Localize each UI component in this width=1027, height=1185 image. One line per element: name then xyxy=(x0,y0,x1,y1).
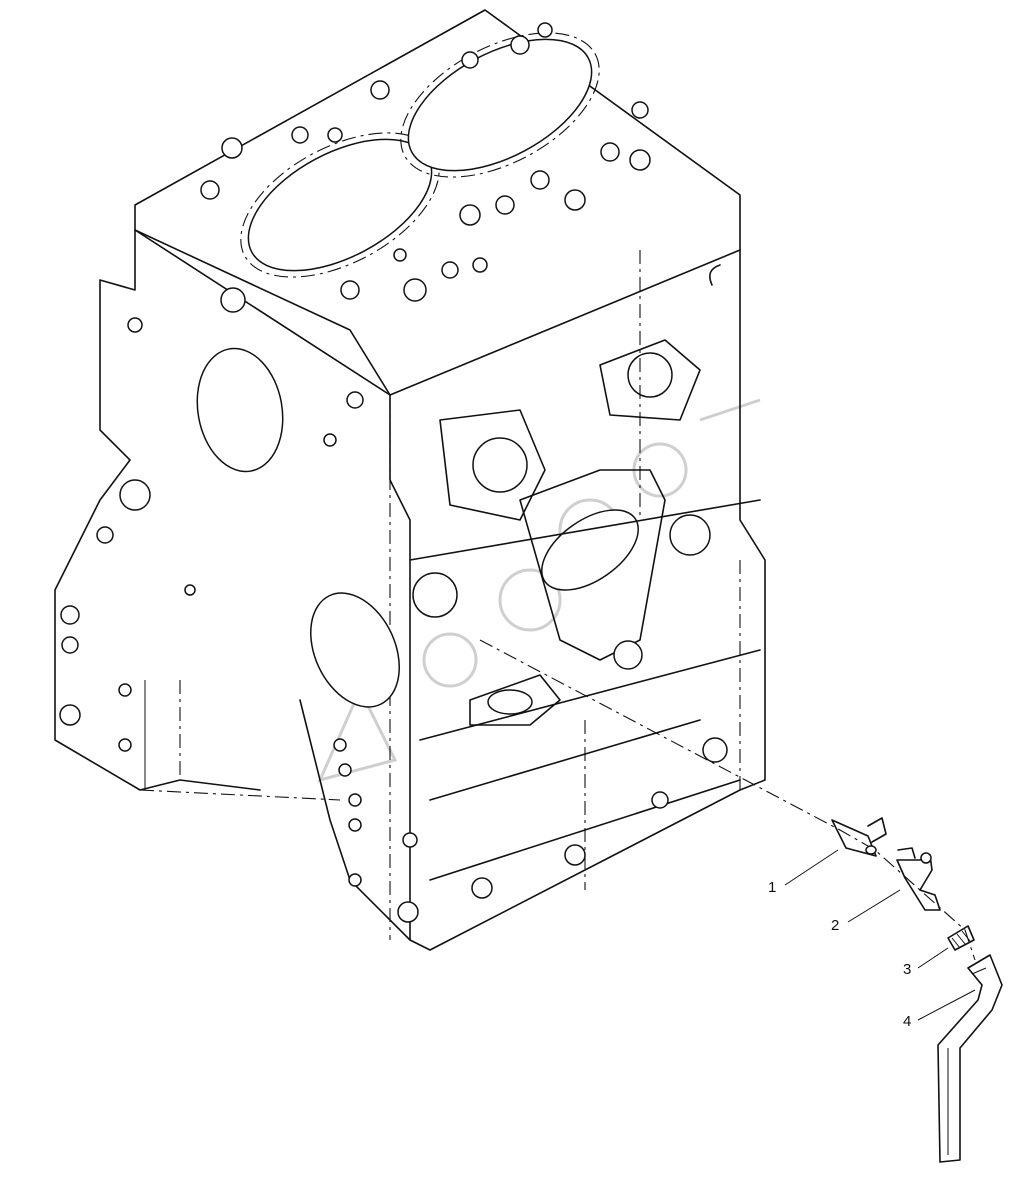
callout-4: 4 xyxy=(903,1013,911,1030)
callout-leaders xyxy=(784,849,976,1021)
callout-3: 3 xyxy=(903,961,911,978)
assembly-centerline xyxy=(479,639,976,961)
part-3-clamp xyxy=(947,925,975,951)
callout-1: 1 xyxy=(768,879,776,896)
part-4-hose xyxy=(937,954,1003,1163)
callout-2: 2 xyxy=(831,917,839,934)
part-2-drain-valve xyxy=(896,847,941,911)
engine-block xyxy=(54,9,766,951)
part-1-fitting xyxy=(831,817,887,857)
